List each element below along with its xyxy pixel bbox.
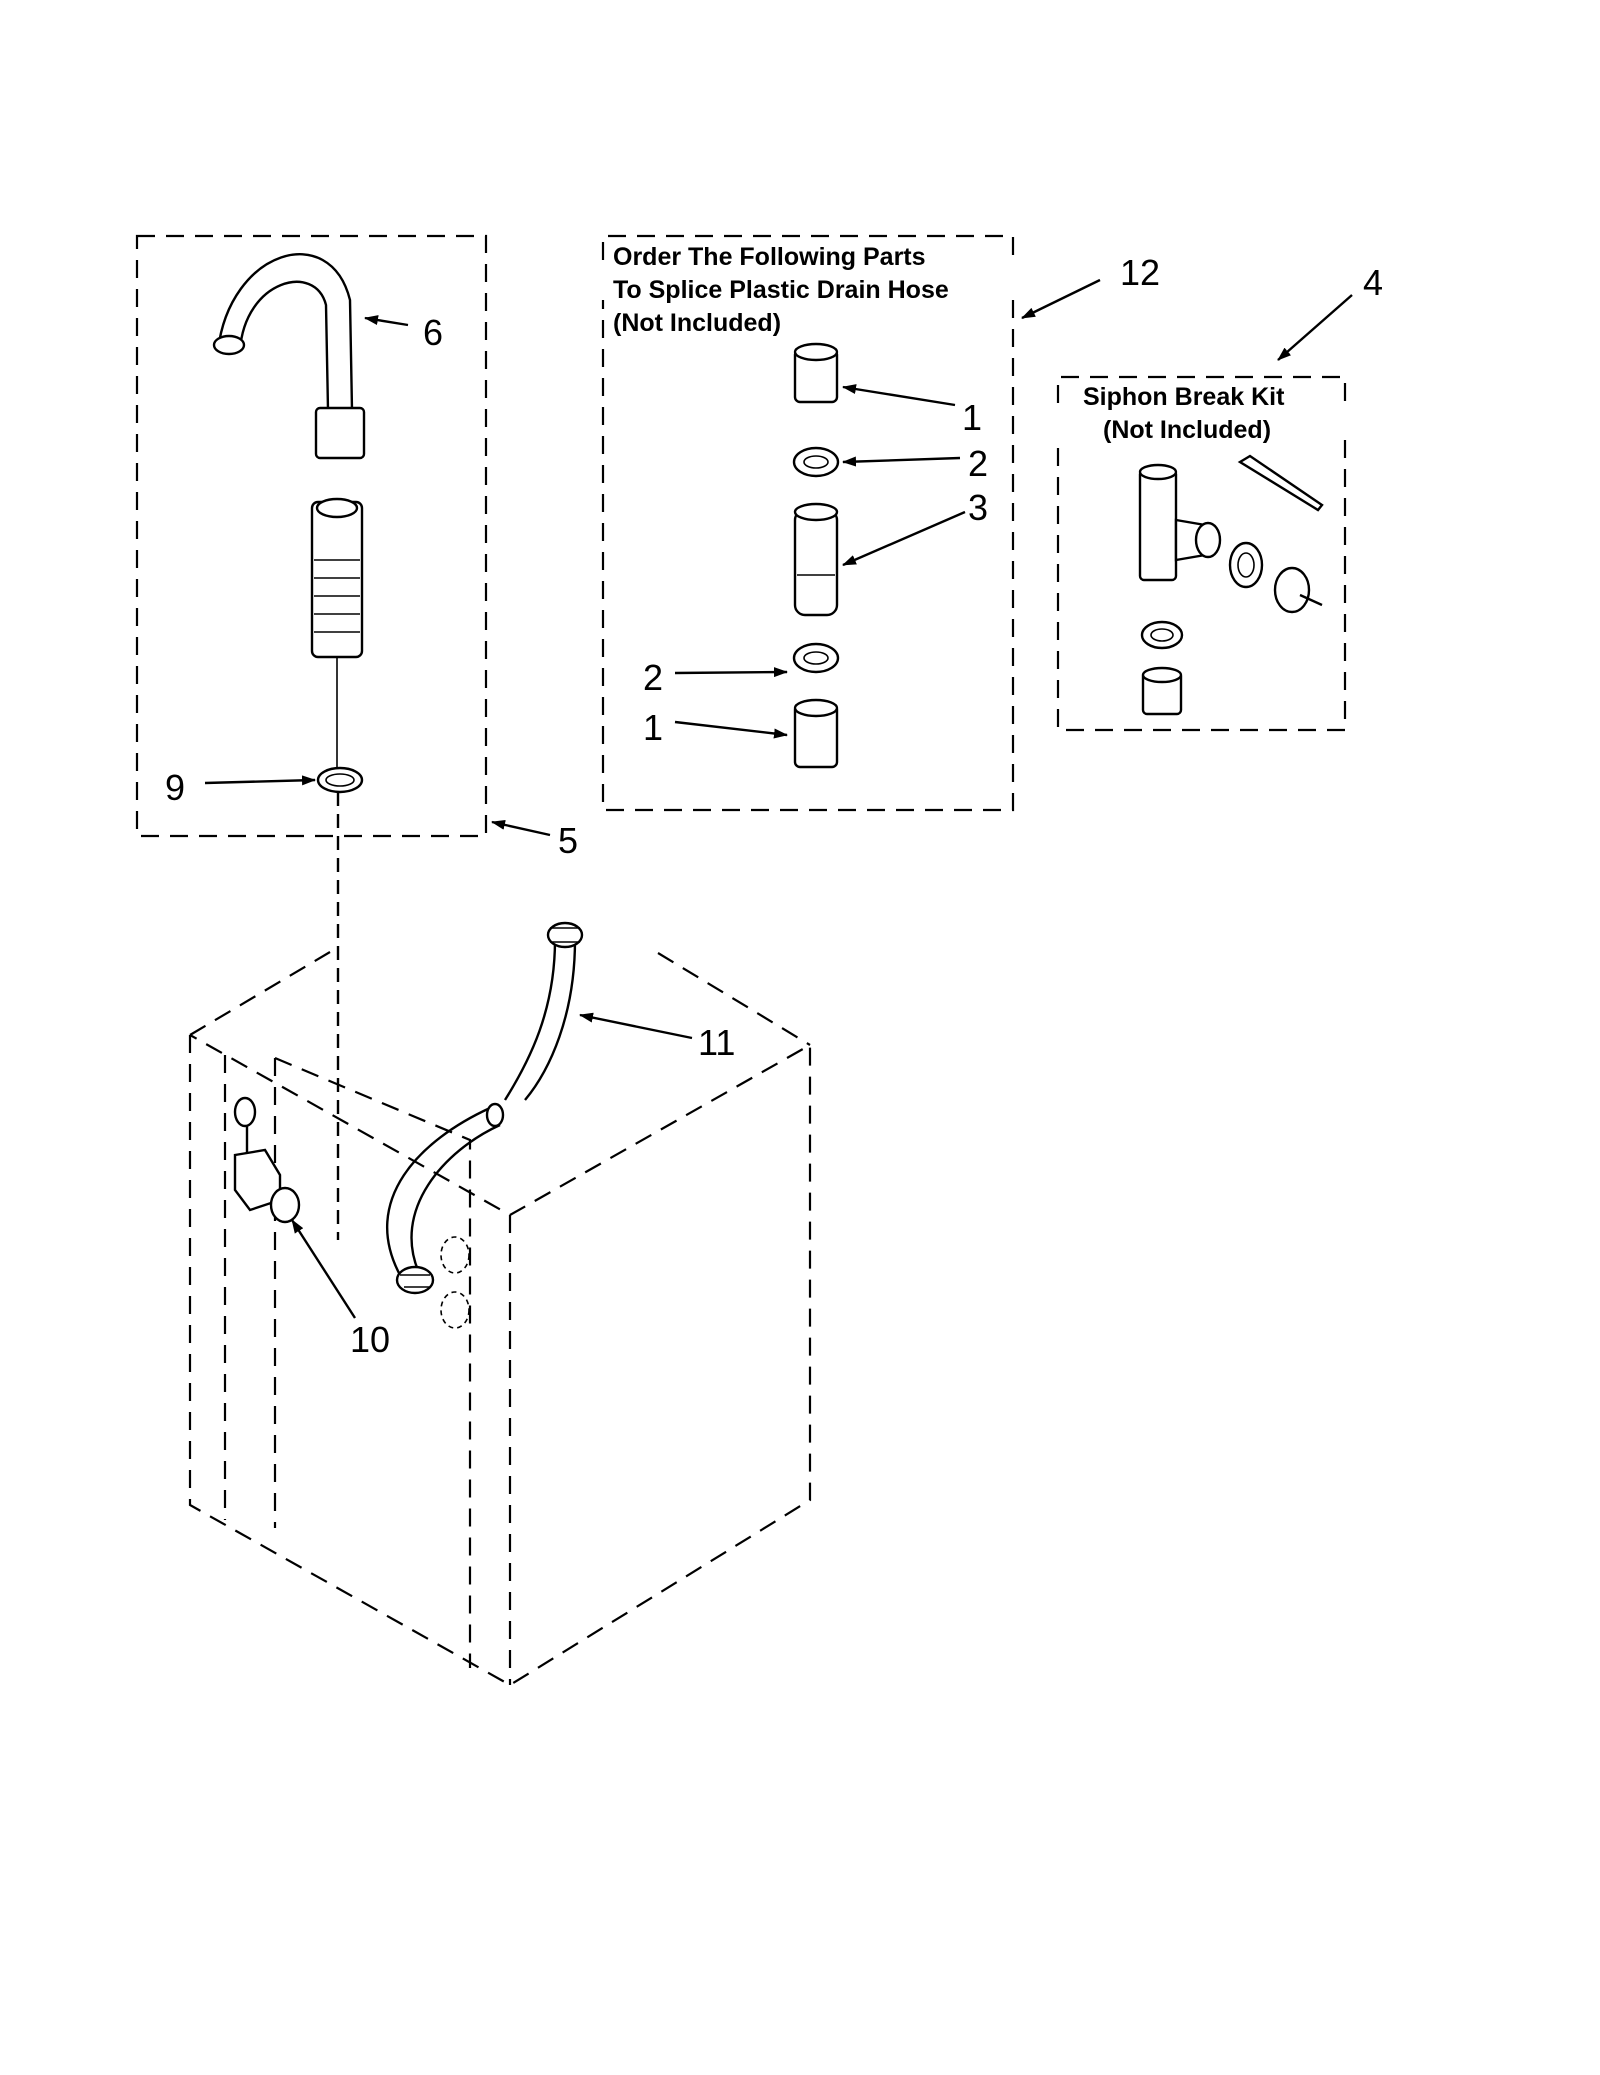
siphon-clamp-bottom-part (1140, 620, 1184, 650)
drain-fitting-part (233, 1096, 301, 1224)
splice-box-title-line1: Order The Following Parts (613, 243, 926, 271)
callout-arrows-splice (674, 278, 1101, 739)
callout-4: 4 (1363, 262, 1383, 303)
splice-clamp-top-part (792, 446, 840, 478)
callout-11: 11 (698, 1022, 735, 1063)
callout-9: 9 (165, 767, 185, 808)
drain-hose-kit-box (135, 234, 488, 838)
callout-1-top: 1 (962, 397, 982, 438)
siphon-box-title-line2: (Not Included) (1103, 416, 1271, 444)
washer-connection-hose-ends (440, 1236, 470, 1329)
hose-clamp-part (316, 766, 364, 794)
siphon-tee-part (1138, 463, 1222, 582)
callout-arrow-11 (579, 1012, 693, 1040)
callout-3: 3 (968, 487, 988, 528)
callout-arrow-siphon (1277, 294, 1353, 361)
splice-box-title-line2: To Splice Plastic Drain Hose (613, 276, 949, 304)
splice-coupling-top-part (793, 342, 839, 404)
siphon-coupling-bottom-part (1141, 666, 1183, 716)
callout-6: 6 (423, 312, 443, 353)
callout-12: 12 (1120, 252, 1160, 293)
callout-1-bottom: 1 (643, 707, 663, 748)
siphon-box-title-line1: Siphon Break Kit (1083, 383, 1285, 411)
callout-arrow-10 (290, 1219, 357, 1319)
splice-box-title-line3: (Not Included) (613, 309, 781, 337)
callout-arrows-left (204, 315, 551, 837)
callout-2-top: 2 (968, 443, 988, 484)
callout-5: 5 (558, 820, 578, 861)
hose-guide-part (212, 253, 366, 460)
drain-hose-end-part (310, 497, 364, 770)
callout-10: 10 (350, 1319, 390, 1360)
drain-hose-part (386, 921, 584, 1295)
washer-cabinet-outline (188, 951, 812, 1687)
splice-coupling-bottom-part (793, 698, 839, 769)
siphon-clamp-side-part (1228, 541, 1264, 589)
siphon-cable-tie-part (1237, 454, 1324, 512)
callout-2-bottom: 2 (643, 657, 663, 698)
splice-clamp-bottom-part (792, 642, 840, 674)
siphon-coupling-side-part (1273, 566, 1323, 614)
splice-connector-part (793, 502, 839, 617)
splice-parts-box (601, 234, 1015, 812)
siphon-break-kit-box (1056, 375, 1347, 732)
